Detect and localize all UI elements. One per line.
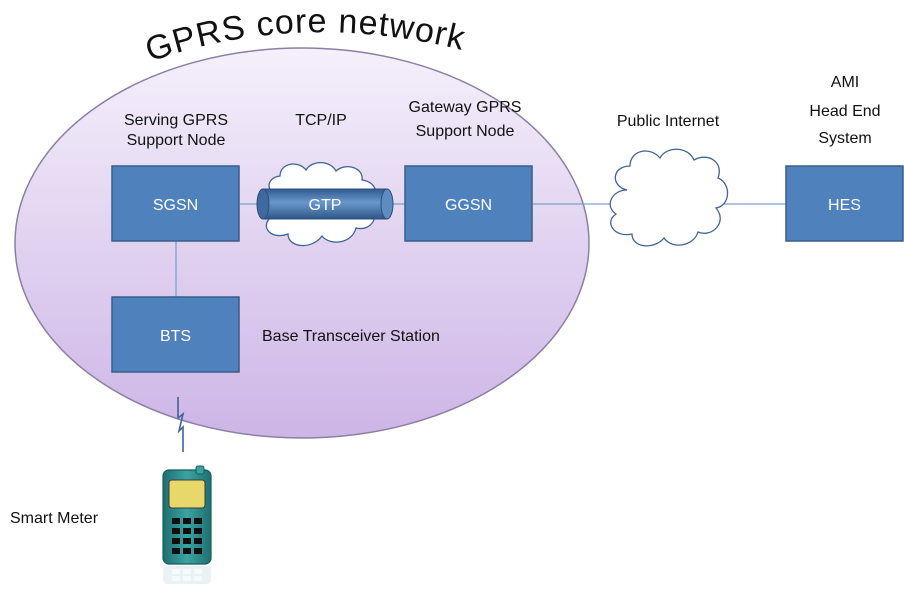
smart-meter-icon — [162, 465, 212, 584]
ggsn-description-line1: Gateway GPRS — [409, 99, 522, 116]
hes-description-line3: System — [818, 130, 871, 147]
wireless-link-icon — [177, 397, 185, 452]
tcpip-label: TCP/IP — [295, 112, 347, 129]
bts-node: BTS — [111, 296, 240, 373]
sgsn-description-line1: Serving GPRS — [124, 112, 228, 129]
ggsn-label: GGSN — [445, 197, 492, 214]
bts-description: Base Transceiver Station — [262, 328, 440, 345]
hes-node: HES — [785, 165, 904, 242]
bts-label: BTS — [160, 328, 191, 345]
hes-description-line1: AMI — [831, 74, 859, 91]
public-internet-label: Public Internet — [617, 113, 720, 130]
hes-label: HES — [828, 197, 861, 214]
gtp-label: GTP — [309, 197, 342, 214]
smart-meter-label: Smart Meter — [10, 510, 99, 527]
hes-description-line2: Head End — [809, 103, 880, 120]
gtp-tunnel: GTP — [256, 188, 394, 220]
sgsn-description-line2: Support Node — [127, 132, 226, 149]
sgsn-node: SGSN — [111, 165, 240, 242]
public-internet-cloud-icon — [609, 148, 729, 247]
sgsn-label: SGSN — [153, 197, 198, 214]
ggsn-node: GGSN — [404, 165, 533, 242]
ggsn-description-line2: Support Node — [416, 123, 515, 140]
